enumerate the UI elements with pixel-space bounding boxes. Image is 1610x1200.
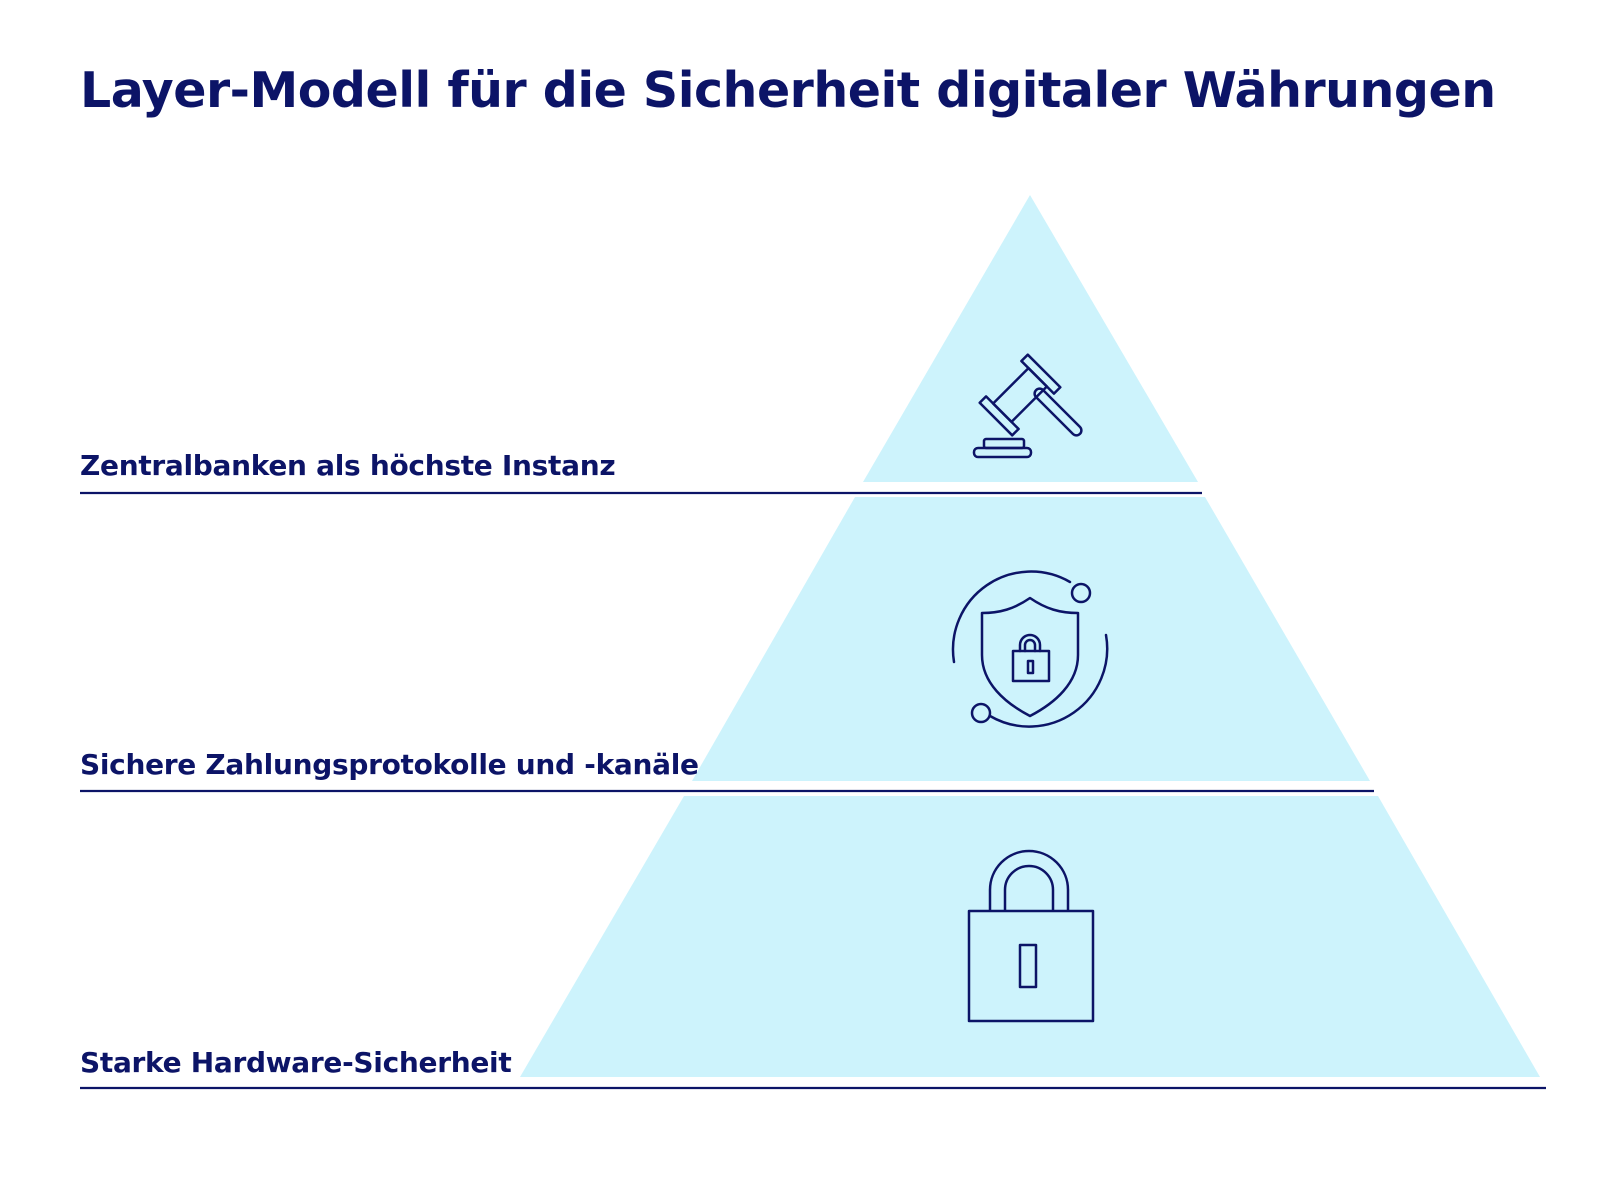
- gavel-icon: [972, 353, 1083, 459]
- padlock-icon: [967, 849, 1095, 1023]
- page-title: Layer-Modell für die Sicherheit digitale…: [80, 62, 1496, 119]
- pyramid-tier-top: [863, 195, 1198, 482]
- layer-label-middle: Sichere Zahlungsprotokolle und -kanäle: [80, 748, 699, 781]
- pyramid-tier-bottom: [520, 796, 1540, 1077]
- layer-label-bottom: Starke Hardware-Sicherheit: [80, 1046, 512, 1079]
- layer-label-top: Zentralbanken als höchste Instanz: [80, 449, 616, 482]
- shield-lock-cycle-icon: [951, 570, 1109, 728]
